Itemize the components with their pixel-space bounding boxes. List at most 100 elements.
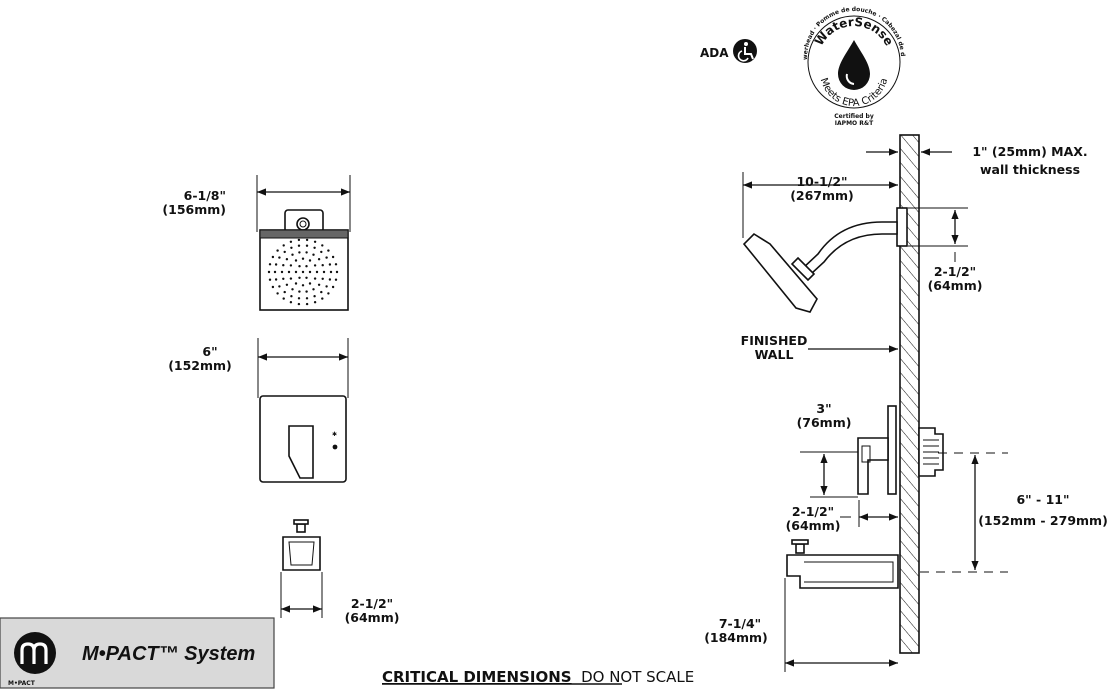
nozzle-dot: [327, 292, 330, 295]
wall-max-line2: wall thickness: [980, 162, 1080, 177]
nozzle-dot: [278, 285, 281, 288]
nozzle-dot: [280, 270, 284, 274]
nozzle-dot: [273, 270, 277, 274]
nozzle-dot: [327, 249, 330, 252]
valve-to-spout-imperial: 6" - 11": [1016, 492, 1069, 507]
nozzle-dot: [317, 283, 321, 286]
mpact-system-label: M•PACT™ System: [82, 643, 255, 665]
tub-spout-front-view: [282, 519, 321, 571]
nozzle-dot: [282, 244, 285, 247]
nozzle-dot: [268, 278, 272, 281]
nozzle-dot: [305, 302, 309, 306]
spout-width-dimension: 2-1/2" (64mm): [280, 572, 399, 625]
nozzle-dot: [308, 270, 312, 274]
cold-indicator-icon: [332, 444, 338, 450]
nozzle-dot: [297, 302, 301, 306]
nozzle-dot: [287, 270, 291, 274]
watersense-badge: Showerhead · Pomme de douche · Cabezal d…: [0, 0, 906, 127]
nozzle-dot: [282, 277, 285, 280]
finished-wall-callout: FINISHED WALL: [741, 333, 898, 362]
valve-trim-front-view: ✱: [259, 395, 347, 483]
nozzle-dot: [291, 288, 294, 291]
nozzle-dot: [313, 264, 317, 267]
nozzle-dot: [322, 270, 326, 274]
nozzle-dot: [298, 251, 301, 254]
nozzle-dot: [267, 270, 271, 274]
nozzle-dot: [331, 255, 335, 259]
nozzle-dot: [289, 264, 293, 267]
nozzle-dot: [312, 288, 315, 291]
nozzle-dot: [312, 253, 315, 256]
spout-reach-dimension: 7-1/4" (184mm): [704, 578, 898, 672]
nozzle-dot: [290, 246, 293, 249]
nozzle-dot: [278, 256, 281, 259]
finished-wall-line2: WALL: [755, 347, 794, 362]
valve-height-imperial: 3": [816, 401, 831, 416]
nozzle-dot: [285, 283, 289, 286]
nozzle-dot: [325, 256, 328, 259]
iapmo-text: IAPMO R&T: [835, 120, 874, 127]
nozzle-dot: [268, 263, 272, 266]
arm-reach-dimension: 10-1/2" (267mm): [742, 172, 898, 238]
nozzle-dot: [325, 285, 328, 288]
nozzle-dot: [313, 246, 316, 249]
nozzle-dot: [305, 290, 308, 293]
trim-width-dimension: 6" (152mm): [168, 338, 349, 398]
nozzle-dot: [283, 290, 286, 294]
arm-height-imperial: 2-1/2": [934, 264, 976, 279]
finished-wall: [899, 134, 920, 654]
nozzle-dot: [317, 258, 321, 261]
nozzle-dot: [282, 297, 285, 300]
nozzle-dot: [294, 270, 298, 274]
nozzle-dot: [305, 276, 308, 279]
nozzle-dot: [301, 257, 305, 260]
nozzle-dot: [282, 264, 285, 267]
nozzle-dot: [276, 249, 279, 252]
nozzle-dot: [329, 270, 333, 274]
hot-indicator-icon: ✱: [332, 431, 337, 438]
nozzle-dot: [313, 301, 317, 304]
nozzle-dot: [291, 253, 294, 256]
valve-height-dimension: 3" (76mm): [797, 401, 858, 498]
nozzle-dot: [289, 240, 293, 243]
ada-label: ADA: [700, 46, 729, 60]
wall-thickness-dimension: 1" (25mm) MAX. wall thickness: [866, 144, 1088, 177]
trim-width-metric: (152mm): [168, 358, 232, 373]
nozzle-dot: [305, 238, 309, 242]
nozzle-dot: [328, 263, 332, 266]
nozzle-dot: [301, 284, 305, 287]
nozzle-dot: [297, 244, 301, 247]
mpact-logo-icon: M•PACT: [8, 632, 56, 687]
nozzle-dot: [297, 238, 301, 242]
nozzle-dot: [320, 290, 323, 294]
nozzle-dot: [321, 277, 324, 280]
nozzle-dot: [334, 278, 338, 281]
nozzle-dot: [271, 255, 275, 259]
nozzle-dot: [298, 265, 301, 268]
nozzle-dot: [308, 259, 312, 262]
critical-dimensions-note: CRITICAL DIMENSIONS DO NOT SCALE: [382, 668, 694, 686]
certified-by-text: Certified by: [834, 113, 874, 120]
spout-width-imperial: 2-1/2": [351, 596, 393, 611]
nozzle-dot: [305, 251, 308, 254]
nozzle-dot: [321, 264, 324, 267]
nozzle-dot: [315, 270, 319, 274]
nozzle-dot: [289, 277, 293, 280]
valve-depth-imperial: 2-1/2": [792, 504, 834, 519]
nozzle-dot: [301, 270, 305, 274]
trim-width-imperial: 6": [202, 344, 217, 359]
nozzle-dot: [320, 250, 323, 254]
nozzle-dot: [274, 263, 278, 266]
showerhead-side-view: [742, 207, 908, 313]
nozzle-dot: [313, 277, 317, 280]
arm-height-dimension: 2-1/2" (64mm): [908, 207, 983, 293]
arm-height-metric: (64mm): [928, 278, 983, 293]
spout-reach-imperial: 7-1/4": [719, 616, 761, 631]
arm-reach-imperial: 10-1/2": [796, 174, 847, 189]
nozzle-dot: [285, 258, 289, 261]
valve-depth-metric: (64mm): [786, 518, 841, 533]
nozzle-dot: [294, 282, 298, 285]
nozzle-dot: [308, 282, 312, 285]
